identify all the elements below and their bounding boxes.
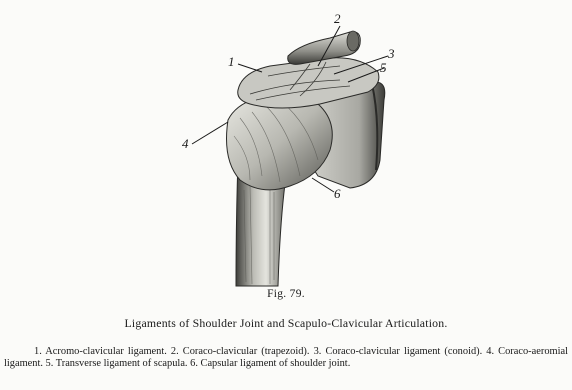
callout-3: 3 xyxy=(387,46,395,61)
callout-1: 1 xyxy=(228,54,235,69)
figure-number: Fig. 79. xyxy=(0,288,572,300)
callout-6: 6 xyxy=(334,186,341,201)
anatomical-illustration: 1 2 3 5 4 6 xyxy=(0,0,572,290)
callout-5: 5 xyxy=(380,60,387,75)
callout-4: 4 xyxy=(182,136,189,151)
figure-legend: 1. Acromo-clavicular ligament. 2. Coraco… xyxy=(4,346,568,369)
humeral-head-capsule xyxy=(227,95,333,190)
callout-2: 2 xyxy=(334,11,341,26)
figure-title: Ligaments of Shoulder Joint and Scapulo-… xyxy=(0,316,572,331)
